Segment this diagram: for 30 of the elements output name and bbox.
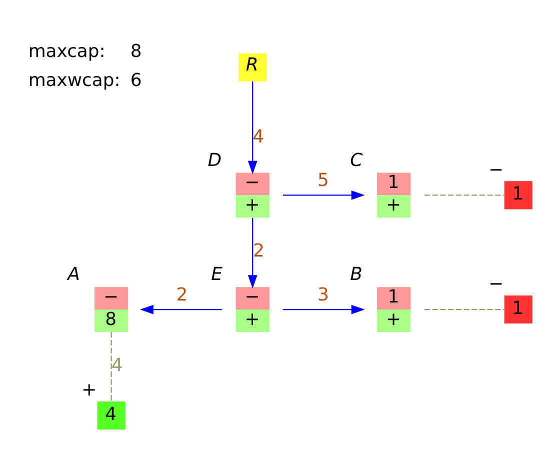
arrow (248, 218, 258, 289)
edge-label: 2 (253, 240, 264, 262)
node-label: E (211, 264, 222, 286)
label: 8 (130, 41, 142, 62)
edge-label: 4 (252, 126, 264, 148)
edge-label: 2 (176, 284, 188, 306)
node-box: 1 (504, 181, 532, 210)
edge-label: 3 (318, 284, 329, 306)
connector (424, 308, 504, 310)
arrow (248, 81, 258, 174)
label: 6 (130, 70, 142, 92)
label: maxwcap: (28, 70, 120, 92)
node-label: B (350, 264, 362, 286)
node-box: R (238, 53, 267, 82)
arrow (282, 190, 365, 200)
arrow (282, 304, 365, 314)
node-box: 4 (97, 401, 126, 430)
node-box: 1 (504, 296, 532, 324)
edge-label: 5 (318, 170, 329, 191)
arrow (140, 304, 222, 314)
node-label: − (488, 159, 504, 180)
connector (424, 194, 504, 196)
node-label: A (68, 264, 80, 286)
label: maxcap: (28, 41, 106, 62)
node-label: C (350, 150, 363, 171)
node-label: + (82, 380, 97, 401)
node-label: − (488, 274, 504, 295)
edge-label: 4 (111, 354, 123, 376)
connector (110, 332, 112, 402)
node-label: D (208, 150, 222, 171)
